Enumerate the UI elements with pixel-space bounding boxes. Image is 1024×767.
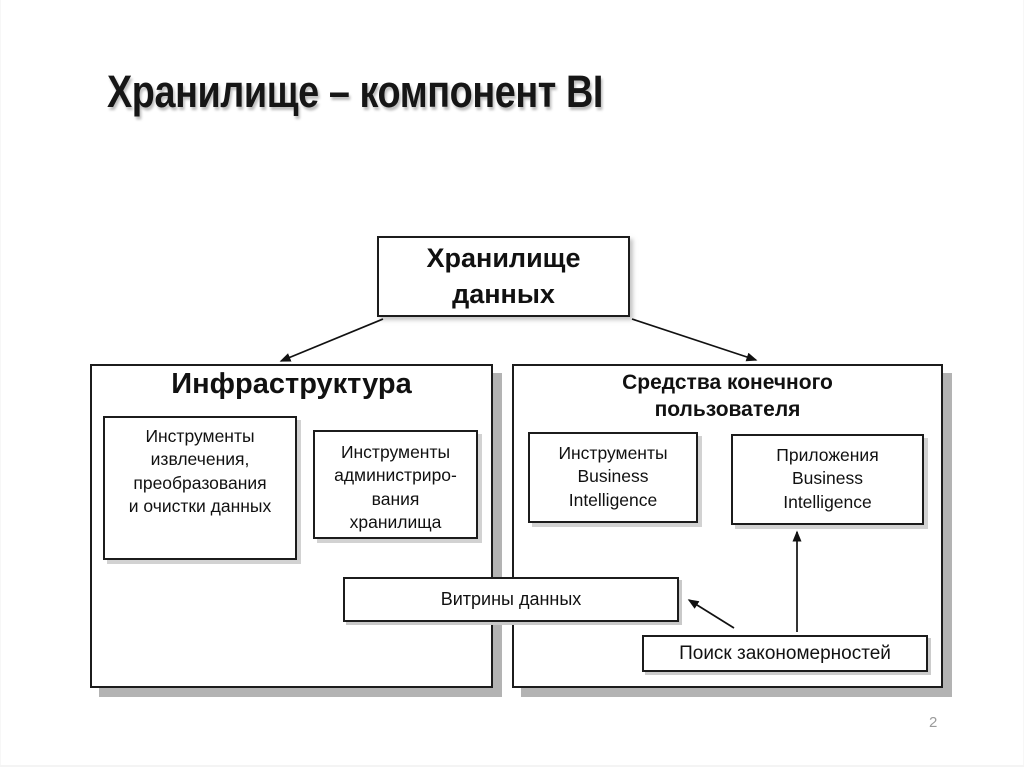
etl-tools-box: Инструменты извлечения, преобразования и… xyxy=(103,416,297,560)
infrastructure-title: Инфраструктура xyxy=(171,368,412,400)
slide-title: Хранилище – компонент BI xyxy=(107,66,603,117)
arrow-warehouse-to-end-user-icon xyxy=(631,318,758,362)
bi-tools-box: Инструменты Business Intelligence xyxy=(528,432,698,523)
bi-applications-box: Приложения Business Intelligence xyxy=(731,434,924,525)
data-marts-box: Витрины данных xyxy=(343,577,679,622)
arrow-warehouse-to-infrastructure-icon xyxy=(279,318,384,362)
page-number: 2 xyxy=(929,714,938,731)
pattern-search-box: Поиск закономерностей xyxy=(642,635,928,672)
pattern-search-label: Поиск закономерностей xyxy=(679,642,891,664)
admin-tools-box: Инструменты администриро- вания хранилищ… xyxy=(313,430,478,539)
data-marts-label: Витрины данных xyxy=(440,589,582,609)
warehouse-box: Хранилище данных xyxy=(377,236,630,317)
end-user-tools-title: Средства конечного пользователя xyxy=(622,371,833,422)
end-user-tools-box: Средства конечного пользователя xyxy=(512,364,943,688)
